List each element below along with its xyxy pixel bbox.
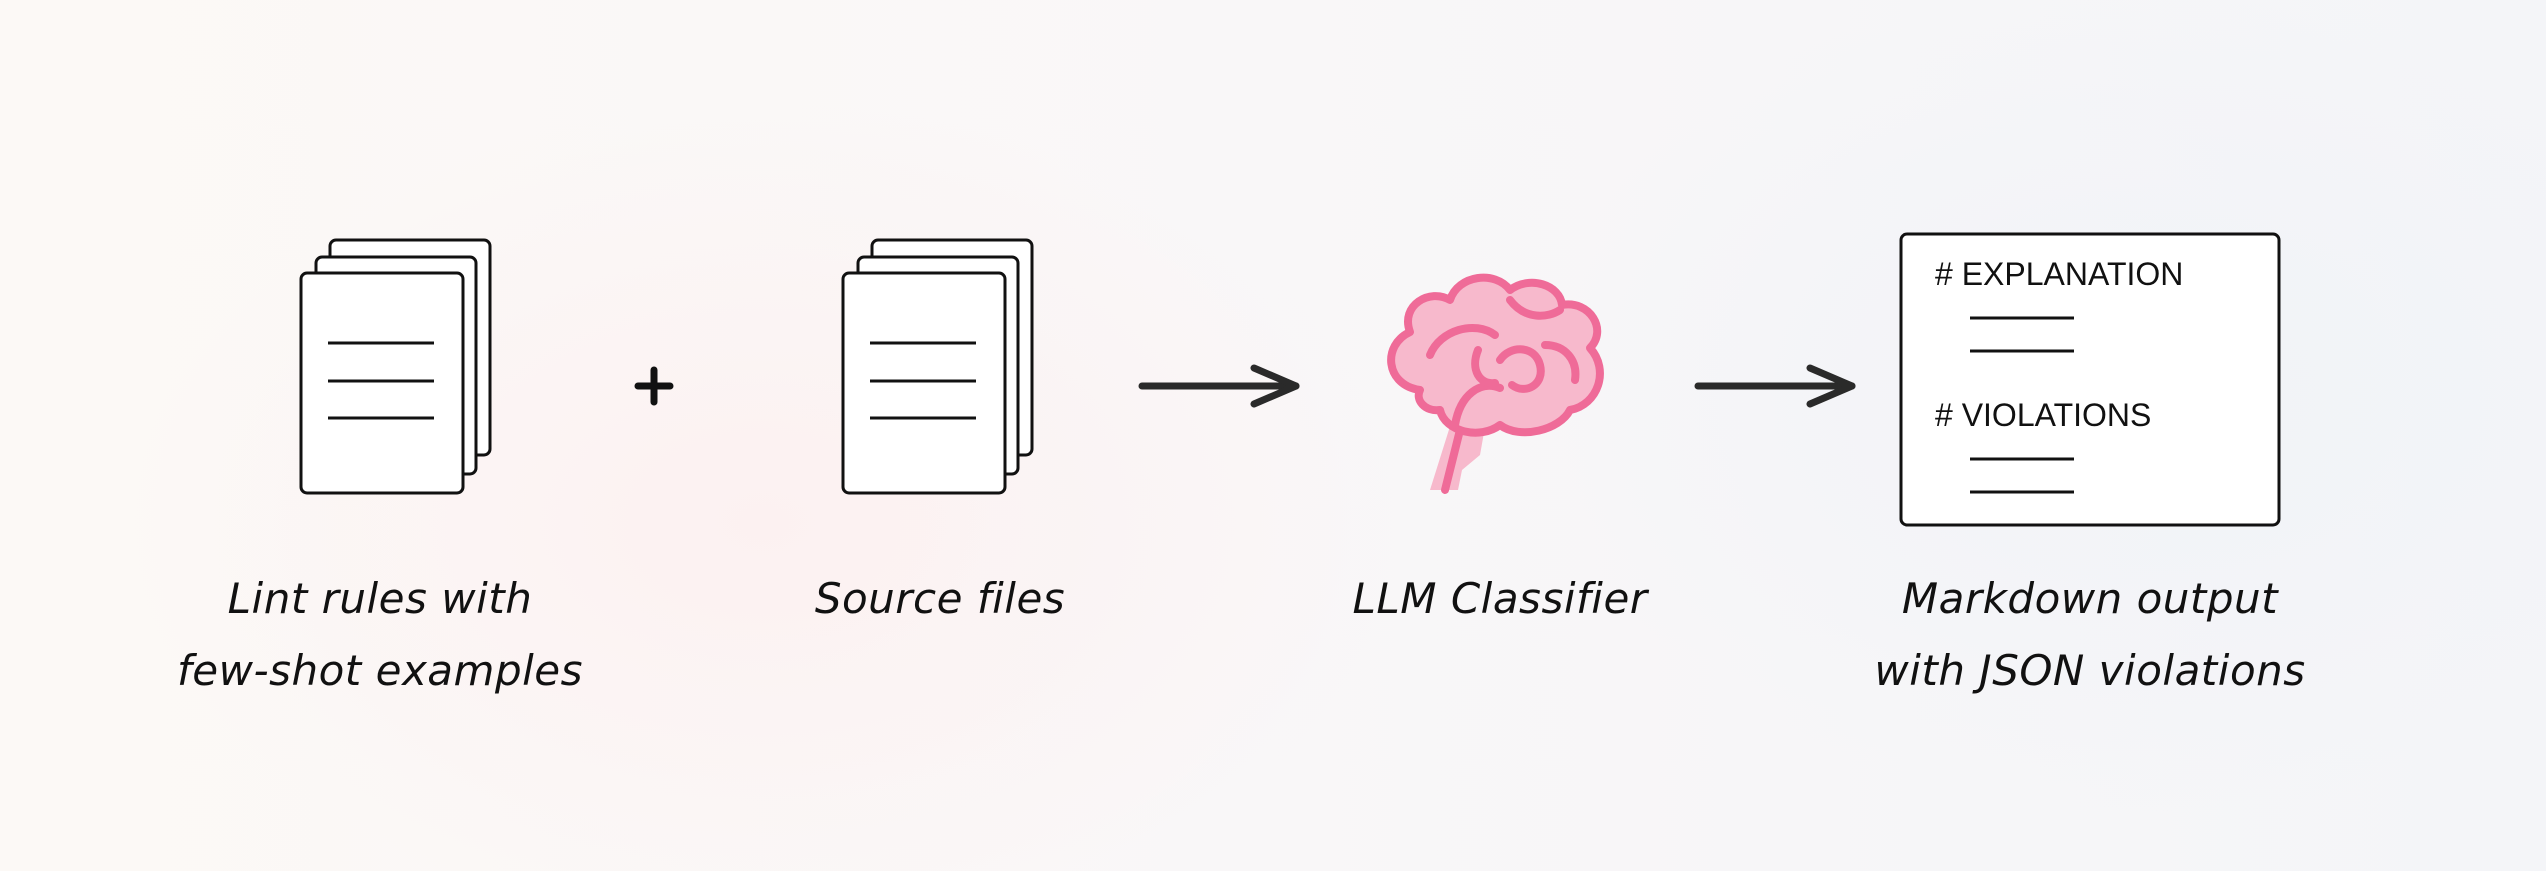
label-line: Lint rules with bbox=[227, 574, 533, 623]
label-line: few-shot examples bbox=[176, 646, 584, 695]
lint-rules-label: Lint rules with few-shot examples bbox=[130, 563, 630, 707]
brain-icon bbox=[1387, 273, 1604, 494]
arrow-icon bbox=[1138, 364, 1300, 408]
label-line: Markdown output bbox=[1901, 574, 2279, 623]
label-line: LLM Classifier bbox=[1352, 574, 1648, 623]
violations-heading: # VIOLATIONS bbox=[1935, 397, 2152, 433]
label-line: Source files bbox=[814, 574, 1066, 623]
document-stack-icon bbox=[299, 238, 492, 495]
llm-classifier-label: LLM Classifier bbox=[1290, 563, 1710, 635]
explanation-heading: # EXPLANATION bbox=[1935, 256, 2184, 292]
markdown-output-label: Markdown output with JSON violations bbox=[1830, 563, 2350, 707]
arrow-icon bbox=[1694, 364, 1856, 408]
document-stack-icon bbox=[841, 238, 1034, 495]
label-line: with JSON violations bbox=[1874, 646, 2306, 695]
plus-icon bbox=[634, 366, 674, 406]
source-files-label: Source files bbox=[730, 563, 1150, 635]
markdown-document-icon bbox=[1899, 232, 2281, 527]
